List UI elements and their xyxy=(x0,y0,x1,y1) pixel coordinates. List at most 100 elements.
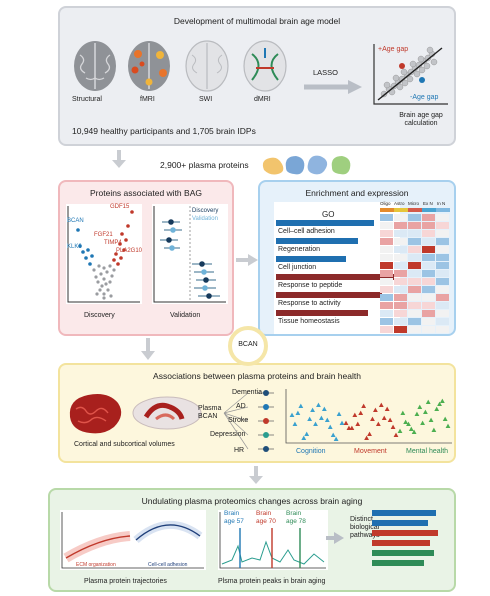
heatmap-cell xyxy=(380,310,393,317)
protein-cluster-icon xyxy=(262,155,351,175)
gene-gdf15: GDF15 xyxy=(110,204,130,210)
heatmap-cell xyxy=(436,294,449,301)
go-bar xyxy=(276,256,346,262)
brain-age-scatter xyxy=(373,44,448,105)
trajectory-plot xyxy=(60,510,206,570)
heatmap-cell xyxy=(422,214,435,221)
phenotype-point xyxy=(324,417,330,422)
heatmap-cell xyxy=(380,278,393,285)
heatmap-cell xyxy=(394,262,407,269)
brain-age-78: Brain age 78 xyxy=(286,510,306,525)
phenotype-point xyxy=(384,406,390,411)
brain-fmri-icon xyxy=(128,41,170,91)
phenotype-point xyxy=(420,420,425,425)
heatmap-cell xyxy=(436,230,449,237)
phenotype-point xyxy=(298,403,304,408)
condition-hr: HR xyxy=(234,447,245,454)
go-bar xyxy=(276,220,374,226)
phenotype-point xyxy=(339,420,345,425)
phenotype-point xyxy=(319,415,324,420)
heatmap-cell xyxy=(408,326,421,333)
condition-dots xyxy=(258,390,274,452)
heatmap-cell xyxy=(436,326,449,333)
phenotype-point xyxy=(378,402,384,407)
go-bar xyxy=(276,310,368,316)
heatmap-cell xyxy=(408,238,421,245)
plasma-bcan-label: Plasma BCAN xyxy=(198,405,222,420)
heatmap-cell xyxy=(408,318,421,325)
phenotype-point xyxy=(304,431,310,436)
gene-klk6: KLK6 xyxy=(67,244,82,250)
peaks-plot xyxy=(218,510,328,570)
heatmap-cell xyxy=(436,278,449,285)
phenotype-point xyxy=(370,416,375,421)
phenotype-point xyxy=(295,410,301,415)
heatmap-cell xyxy=(380,254,393,261)
phenotype-point xyxy=(349,425,355,430)
heatmap-cell xyxy=(422,302,435,309)
phenotype-point xyxy=(330,432,336,437)
heatmap-cell xyxy=(394,302,407,309)
bcan-label: BCAN xyxy=(238,341,258,348)
heatmap-cell xyxy=(436,214,449,221)
cognition-label: Cognition xyxy=(296,448,326,455)
phenotype-point xyxy=(289,412,295,417)
brain-age-57: Brain age 57 xyxy=(224,510,244,525)
participants-label: 10,949 healthy participants and 1,705 br… xyxy=(72,126,256,136)
heatmap-cell xyxy=(422,294,435,301)
heatmap-cell xyxy=(380,302,393,309)
phenotype-point xyxy=(437,401,442,406)
phenotype-point xyxy=(423,409,428,414)
brain-structural-icon xyxy=(74,41,116,91)
heatmap-cell xyxy=(408,294,421,301)
go-term-homeostasis: Tissue homeostasis xyxy=(278,318,340,325)
gene-pla2g10: PLA2G10 xyxy=(116,248,143,254)
phenotype-point xyxy=(316,402,321,407)
phenotype-point xyxy=(301,435,307,440)
phenotype-point xyxy=(321,406,327,411)
connector-bcan-icon xyxy=(141,338,155,360)
heatmap-cell xyxy=(394,318,407,325)
go-term-regeneration: Regeneration xyxy=(278,246,321,253)
legend-validation: Validation xyxy=(192,216,218,222)
condition-ad: AD xyxy=(236,403,246,410)
connector-arrow xyxy=(249,476,263,484)
gene-timp4: TIMP4 xyxy=(104,240,122,246)
heatmap-cell xyxy=(436,262,449,269)
heatmap-cell xyxy=(380,262,393,269)
heatmap-cell xyxy=(408,286,421,293)
phenotype-point xyxy=(307,416,313,421)
heatmap-cell xyxy=(408,230,421,237)
go-label: GO xyxy=(322,210,335,219)
go-bar xyxy=(276,292,382,298)
heatmap-cell xyxy=(422,246,435,253)
bcan-links xyxy=(223,392,249,450)
go-term-activity: Response to activity xyxy=(278,300,341,307)
panel-aging-changes: Undulating plasma proteomics changes acr… xyxy=(48,488,456,592)
heatmap-cell xyxy=(436,286,449,293)
cell-type-micro: Micro xyxy=(408,201,419,206)
panel4-title: Associations between plasma proteins and… xyxy=(153,371,361,381)
pathways-label: Distinct biological pathways xyxy=(350,516,380,539)
phenotype-point xyxy=(364,435,369,440)
heatmap-cell xyxy=(436,270,449,277)
gene-bcan: BCAN xyxy=(67,218,84,224)
connector-arrow xyxy=(112,160,126,168)
go-term-adhesion: Cell–cell adhesion xyxy=(278,228,335,235)
panel-brain-age-model: Development of multimodal brain age mode… xyxy=(58,6,456,146)
phenotype-point xyxy=(358,410,364,415)
heatmap-cell xyxy=(436,318,449,325)
heatmap-cell xyxy=(380,214,393,221)
heatmap-cell xyxy=(408,246,421,253)
heatmap-cell xyxy=(436,246,449,253)
mental-health-label: Mental health xyxy=(406,448,449,455)
heatmap-cell xyxy=(422,286,435,293)
phenotype-point xyxy=(414,411,420,416)
cell-type-astro: Astro xyxy=(394,201,405,206)
heatmap-cell xyxy=(380,286,393,293)
heatmap-cell xyxy=(422,278,435,285)
heatmap-cell xyxy=(422,238,435,245)
heatmap-cell xyxy=(422,254,435,261)
phenotype-point xyxy=(417,404,423,409)
heatmap-cell xyxy=(380,326,393,333)
